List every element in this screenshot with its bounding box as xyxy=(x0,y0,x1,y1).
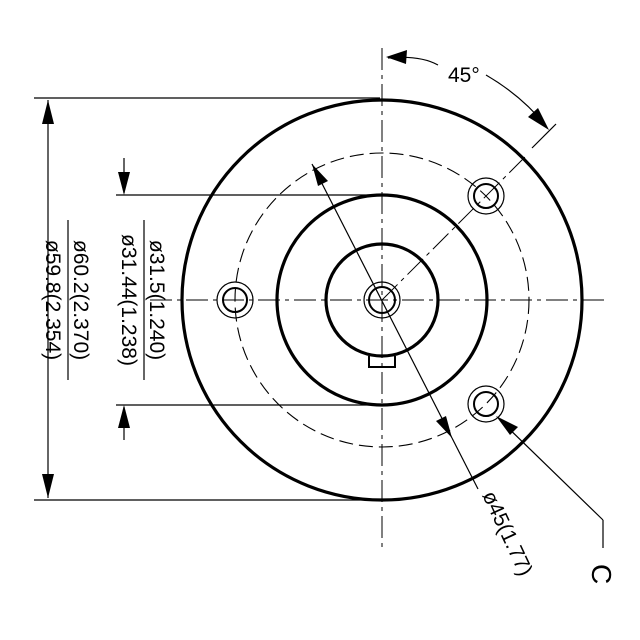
diagonal-centerline xyxy=(381,153,529,301)
callout-leader xyxy=(496,416,604,548)
bore-diameter-labels: ø31.5(1.240) ø31.44(1.238) xyxy=(117,220,168,380)
outer-max-label: ø60.2(2.370) xyxy=(69,240,92,360)
pilot-diameter-dimension xyxy=(116,158,380,440)
bore-max-label: ø31.5(1.240) xyxy=(145,240,168,360)
outer-diameter-dimension xyxy=(34,97,380,501)
outer-min-label: ø59.8(2.354) xyxy=(41,240,64,360)
bolt-hole-lower-right xyxy=(467,385,505,423)
outer-diameter-labels: ø60.2(2.370) ø59.8(2.354) xyxy=(41,220,92,380)
bore-min-label: ø31.44(1.238) xyxy=(117,234,140,366)
angle-label: 45° xyxy=(448,64,480,87)
bolt-circle-dimension xyxy=(311,163,479,490)
bolt-circle-label: ø45(1.77) xyxy=(477,487,536,579)
callout-label: C xyxy=(586,564,617,584)
bolt-hole-upper-right xyxy=(467,177,505,215)
angle-dimension xyxy=(386,50,557,149)
